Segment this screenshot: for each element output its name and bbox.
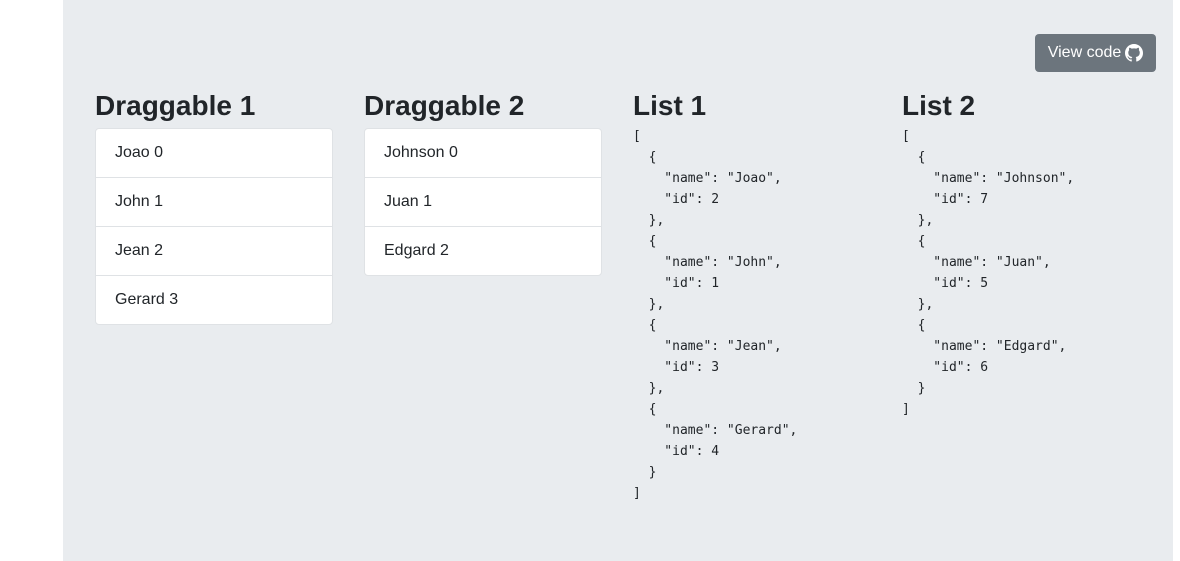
github-icon — [1125, 44, 1144, 62]
list-2-title: List 2 — [902, 90, 976, 121]
view-code-button[interactable]: View code — [1035, 34, 1156, 72]
draggable-1-column: Draggable 1 Joao 0 John 1 Jean 2 Gerard … — [95, 88, 333, 325]
list-1-title: List 1 — [633, 90, 707, 121]
view-code-label: View code — [1047, 44, 1122, 61]
list-item[interactable]: Jean 2 — [96, 227, 332, 276]
list-1-json: [ { "name": "Joao", "id": 2 }, { "name":… — [633, 129, 798, 501]
draggable-1-title: Draggable 1 — [95, 90, 256, 121]
list-item[interactable]: Edgard 2 — [384, 242, 449, 259]
list-item[interactable]: Juan 1 — [365, 178, 601, 227]
list-2-json: [ { "name": "Johnson", "id": 7 }, { "nam… — [902, 129, 1075, 417]
draggable-2-title: Draggable 2 — [364, 90, 525, 121]
list-1-column: List 1 [ { "name": "Joao", "id": 2 }, { … — [633, 88, 871, 504]
list-item[interactable]: Gerard 3 — [115, 291, 179, 308]
draggable-1-list[interactable]: Joao 0 John 1 Jean 2 Gerard 3 — [95, 128, 333, 325]
list-item[interactable]: Joao 0 — [96, 129, 332, 178]
main-panel: View code Draggable 1 Joao 0 John 1 Jean… — [63, 0, 1173, 561]
list-item[interactable]: Johnson 0 — [365, 129, 601, 178]
list-item[interactable]: John 1 — [96, 178, 332, 227]
draggable-2-column: Draggable 2 Johnson 0 Juan 1 Edgard 2 — [364, 88, 602, 276]
draggable-2-list[interactable]: Johnson 0 Juan 1 Edgard 2 — [364, 128, 602, 276]
list-2-column: List 2 [ { "name": "Johnson", "id": 7 },… — [902, 88, 1140, 420]
